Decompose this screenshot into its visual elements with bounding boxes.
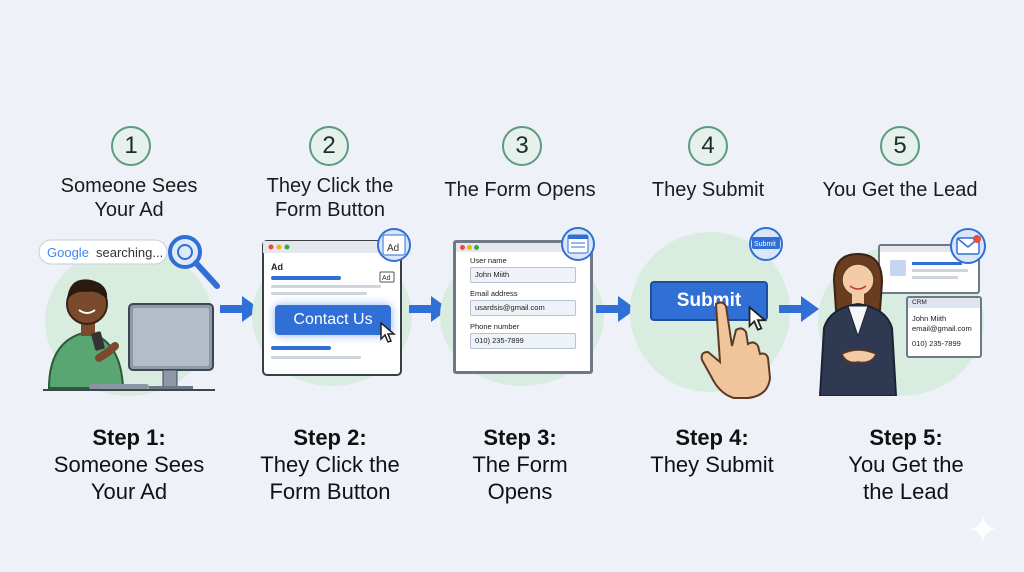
arrow-right-icon xyxy=(220,296,260,322)
search-text: searching... xyxy=(96,245,163,260)
cursor-icon xyxy=(748,306,768,331)
ad-badge-text: Ad xyxy=(387,243,399,254)
caption-line: Your Ad xyxy=(90,479,168,504)
step-4: 4 They Submit Submit Submit Step 4: They… xyxy=(608,0,808,572)
arrow-right-icon xyxy=(596,296,636,322)
arrow-right-icon xyxy=(779,296,819,322)
submit-button[interactable]: Submit xyxy=(650,281,768,321)
ad-small-label: Ad xyxy=(382,275,391,282)
submit-badge-text: Submit xyxy=(754,241,776,248)
window-titlebar xyxy=(456,243,590,252)
step-caption: Step 1: Someone Sees Your Ad xyxy=(29,424,229,505)
caption-line: Someone Sees xyxy=(53,452,205,477)
lead-phone: 010) 235-7899 xyxy=(912,339,961,348)
crm-card: CRM John Miith email@gmail.com 010) 235-… xyxy=(906,296,982,358)
field-label: Phone number xyxy=(470,322,520,331)
caption-line: the Lead xyxy=(863,479,949,504)
caption-line: You Get the xyxy=(848,452,964,477)
step-title: The Form Opens xyxy=(444,179,596,201)
step-caption: Step 3: The Form Opens xyxy=(420,424,620,505)
step-title: You Get the Lead xyxy=(822,179,978,201)
caption-line: They Submit xyxy=(650,452,774,477)
step-5: 5 You Get the Lead CRM John Miith email@… xyxy=(800,0,1000,572)
caption-line: The Form xyxy=(472,452,568,477)
form-badge-icon xyxy=(561,227,595,261)
form-window: User name John Miith Email address usard… xyxy=(453,240,593,374)
google-logo: Google xyxy=(47,245,89,260)
lead-email: email@gmail.com xyxy=(912,324,972,333)
step-1: 1 Someone Sees Your Ad Google searching.… xyxy=(29,0,229,572)
step-3: 3 The Form Opens User name John Miith Em… xyxy=(420,0,620,572)
submit-badge-icon: Submit xyxy=(749,227,783,261)
step-label: Step 2: xyxy=(293,425,367,450)
step-caption: Step 5: You Get the the Lead xyxy=(806,424,1006,505)
person-figure xyxy=(47,279,149,390)
step-number: 2 xyxy=(309,126,349,166)
magnifier-icon xyxy=(168,235,220,289)
step-title: They Click the Form Button xyxy=(266,175,394,221)
contact-us-button[interactable]: Contact Us xyxy=(275,305,391,335)
search-bar xyxy=(38,239,168,265)
field-label: User name xyxy=(470,256,507,265)
step-number: 4 xyxy=(688,126,728,166)
step-number: 1 xyxy=(111,126,151,166)
step-number: 3 xyxy=(502,126,542,166)
ad-label: Ad xyxy=(271,262,283,272)
ad-badge-icon: Ad xyxy=(377,228,411,262)
phone-field[interactable]: 010) 235-7899 xyxy=(470,333,576,349)
step-title: Someone Sees Your Ad xyxy=(60,175,198,221)
businesswoman-illustration xyxy=(818,252,898,396)
person-at-computer-illustration: Google searching... xyxy=(38,235,220,391)
username-field[interactable]: John Miith xyxy=(470,267,576,283)
step-label: Step 3: xyxy=(483,425,557,450)
cursor-icon xyxy=(380,322,397,343)
lead-name: John Miith xyxy=(912,314,947,323)
monitor-icon xyxy=(128,303,214,391)
caption-line: Opens xyxy=(487,479,553,504)
sparkle-icon xyxy=(970,516,996,542)
step-number: 5 xyxy=(880,126,920,166)
step-label: Step 5: xyxy=(869,425,943,450)
step-caption: Step 2: They Click the Form Button xyxy=(230,424,430,505)
hand-pointer-icon xyxy=(700,301,772,399)
field-label: Email address xyxy=(470,289,518,298)
step-label: Step 1: xyxy=(92,425,166,450)
step-2: 2 They Click the Form Button Ad Ad Ad Co… xyxy=(230,0,430,572)
email-field[interactable]: usardsis@gmail.com xyxy=(470,300,576,316)
step-caption: Step 4: They Submit xyxy=(612,424,812,478)
avatar xyxy=(890,260,906,276)
step-label: Step 4: xyxy=(675,425,749,450)
caption-line: Form Button xyxy=(269,479,391,504)
step-title: They Submit xyxy=(651,179,765,201)
crm-label: CRM xyxy=(908,298,980,308)
caption-line: They Click the xyxy=(260,452,400,477)
email-icon xyxy=(950,228,986,264)
